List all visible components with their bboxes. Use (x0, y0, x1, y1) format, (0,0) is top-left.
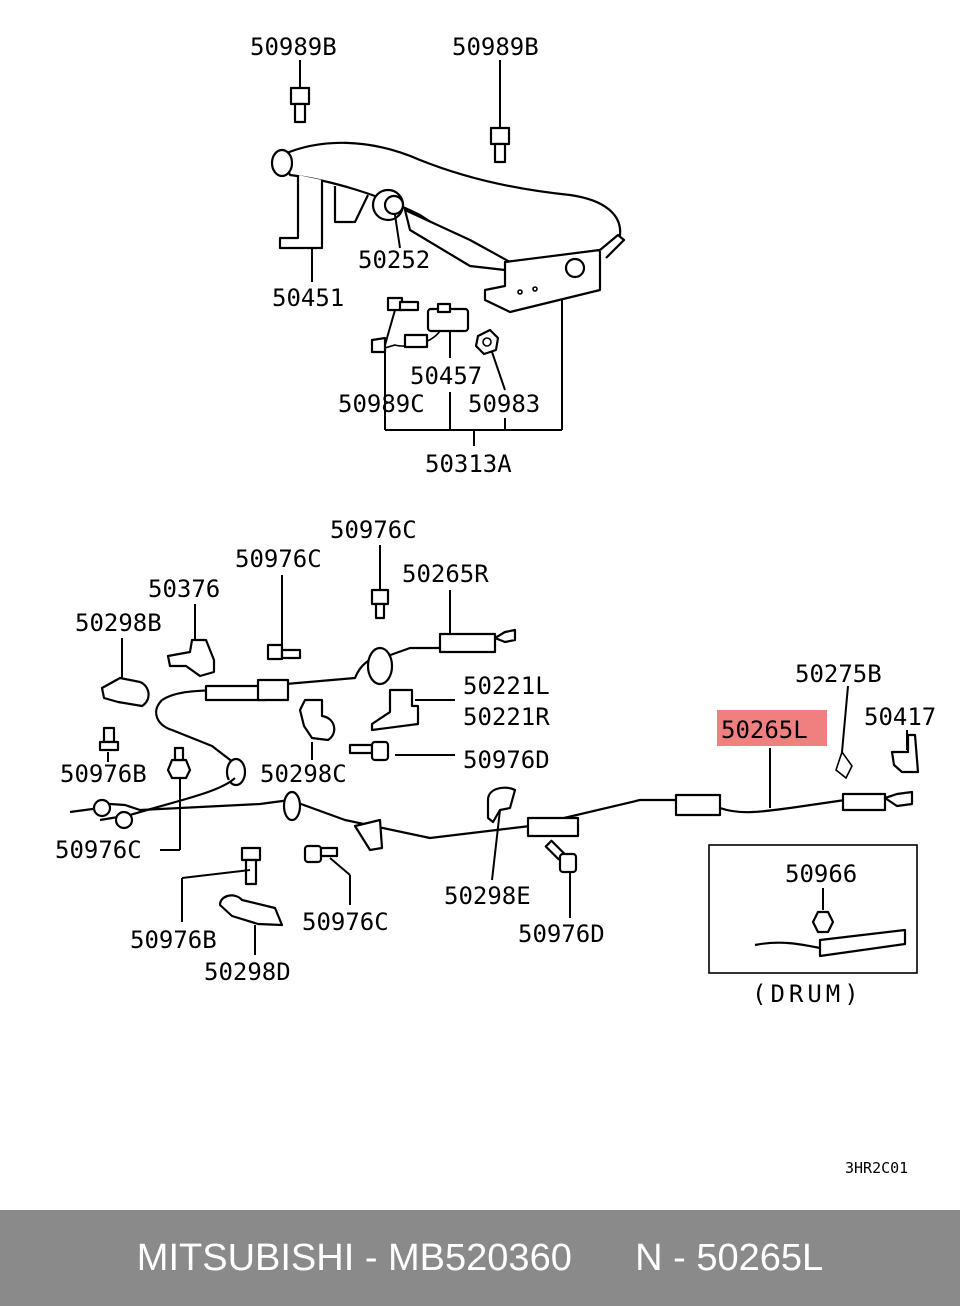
bolt-50976d-b (544, 839, 578, 874)
label-50265l: 50265L (721, 716, 808, 744)
label-50457: 50457 (410, 362, 482, 390)
clip-50298c (298, 698, 336, 742)
label-50976c: 50976C (330, 516, 417, 544)
bracket-50417 (890, 733, 920, 774)
label-50252: 50252 (358, 246, 430, 274)
label-50989b: 50989B (250, 33, 337, 61)
brake-lever-50252 (270, 141, 622, 272)
label-50298d: 50298D (204, 958, 291, 986)
label-50275b: 50275B (795, 660, 882, 688)
label-50298c: 50298C (260, 760, 347, 788)
label-50976c: 50976C (302, 908, 389, 936)
nut-50983 (474, 328, 500, 356)
bolt-50976c-d (303, 844, 339, 864)
bolt-50976c-c (166, 746, 192, 780)
highlight-50265l (717, 710, 827, 746)
bolt-50989b-left (289, 86, 311, 124)
label-50976d: 50976D (518, 920, 605, 948)
label-50376: 50376 (148, 575, 220, 603)
label-50451: 50451 (272, 284, 344, 312)
label-50221r: 50221R (463, 703, 550, 731)
clip-50298e (486, 786, 517, 824)
bracket-50221 (370, 688, 420, 732)
bolt-50976c-b (370, 588, 390, 620)
footer-part-number: MITSUBISHI - MB520360 N - 50265L (136, 1237, 824, 1279)
label-50313a: 50313A (425, 450, 512, 478)
bolt-50976b-b (240, 846, 262, 886)
label-50298b: 50298B (75, 609, 162, 637)
label-50989c: 50989C (338, 390, 425, 418)
bracket-50376 (166, 638, 216, 678)
drum-inset (708, 844, 918, 974)
parts-diagram: 50989B 50989B 50252 50451 50457 50989C 5… (55, 33, 936, 1177)
label-50989b: 50989B (452, 33, 539, 61)
label-50298e: 50298E (444, 882, 531, 910)
label-50976c: 50976C (235, 545, 322, 573)
label-drum: (DRUM) (752, 980, 863, 1008)
bolt-50976d-a (348, 740, 390, 762)
cable-50265l (69, 777, 914, 852)
clip-50298d (218, 894, 284, 927)
screw-50989c (386, 296, 420, 312)
bolt-50989b-right (489, 126, 511, 164)
label-50417: 50417 (864, 703, 936, 731)
label-50221l: 50221L (463, 672, 550, 700)
pin-50275b (835, 750, 853, 780)
label-50976d: 50976D (463, 746, 550, 774)
switch-50457 (370, 302, 470, 354)
label-50976c: 50976C (55, 836, 142, 864)
diagram-code: 3HR2C01 (845, 1159, 908, 1177)
label-50966: 50966 (785, 860, 857, 888)
label-50983: 50983 (468, 390, 540, 418)
bolt-50976c-a (266, 643, 302, 661)
clip-50298b (100, 676, 150, 708)
bolt-50976b-a (98, 726, 120, 752)
footer-bar: MITSUBISHI - MB520360 N - 50265L (0, 1210, 960, 1306)
lever-bracket-50451 (483, 233, 626, 314)
label-50976b: 50976B (60, 760, 147, 788)
label-50976b: 50976B (130, 926, 217, 954)
cable-50265r (155, 628, 517, 787)
label-50265r: 50265R (402, 560, 489, 588)
